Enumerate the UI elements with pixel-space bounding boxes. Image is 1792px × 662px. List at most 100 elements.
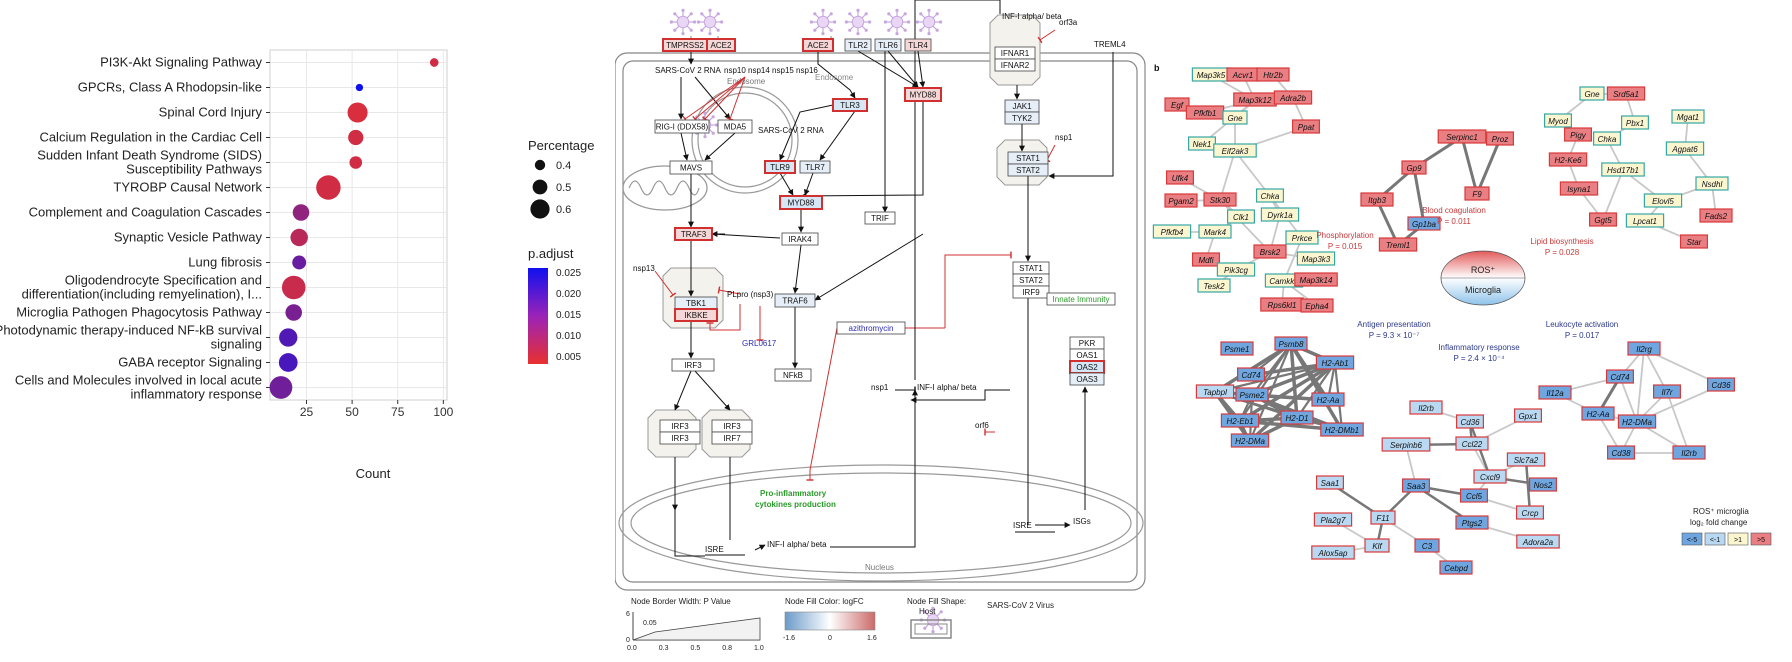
node-label: TLR4 bbox=[908, 41, 928, 50]
gene-label: Crcp bbox=[1522, 509, 1539, 518]
gene-label: Adora2a bbox=[1522, 538, 1554, 547]
virus-legend-title: SARS-CoV 2 Virus bbox=[987, 601, 1054, 610]
node-azithro: azithromycin bbox=[836, 321, 906, 335]
gene-node: Epha4 bbox=[1300, 298, 1334, 313]
node-label: STAT2 bbox=[1019, 276, 1043, 285]
x-tick-label: 75 bbox=[391, 405, 405, 419]
virus-icon bbox=[844, 8, 872, 36]
gene-node: Ppat bbox=[1292, 119, 1321, 134]
network-edge bbox=[1219, 150, 1236, 201]
gene-label: Gp9 bbox=[1406, 164, 1422, 173]
border-small-label: 0.05 bbox=[643, 620, 657, 627]
gene-label: Star bbox=[1687, 238, 1702, 247]
data-point bbox=[285, 304, 303, 321]
node-label: TLR6 bbox=[878, 41, 898, 50]
network-edge bbox=[1289, 343, 1299, 419]
virus-icons bbox=[669, 8, 947, 634]
category-label: Synaptic Vesicle Pathway bbox=[114, 230, 263, 245]
edge bbox=[694, 370, 731, 411]
module-title: Antigen presentation bbox=[1357, 320, 1430, 329]
network-edge bbox=[1239, 343, 1292, 422]
gene-label: Gne bbox=[1227, 114, 1243, 123]
gene-label: Pigy bbox=[1570, 131, 1587, 140]
text-grl: GRL0617 bbox=[742, 339, 777, 348]
gene-node: Nek1 bbox=[1187, 136, 1216, 151]
gene-node: Lpcat1 bbox=[1625, 213, 1665, 228]
network-edge bbox=[1219, 199, 1271, 253]
gene-node: Il2rg bbox=[1627, 341, 1661, 356]
data-point bbox=[269, 376, 293, 399]
mitochondrion bbox=[622, 165, 708, 211]
gene-label: Saa1 bbox=[1321, 479, 1340, 488]
gene-label: Map3k3 bbox=[1302, 255, 1331, 264]
gene-node: Hsd17b1 bbox=[1601, 162, 1645, 177]
edge bbox=[704, 132, 736, 161]
endosome: Endosome bbox=[691, 77, 799, 194]
gene-node: Chka bbox=[1593, 131, 1622, 146]
node-jak1: JAK1 bbox=[1004, 99, 1040, 113]
node-traf6: TRAF6 bbox=[774, 293, 816, 308]
gene-label: Cxcl9 bbox=[1480, 473, 1501, 482]
border-tick-label: 1.0 bbox=[754, 645, 764, 652]
node-stat2b: STAT2 bbox=[1012, 273, 1050, 287]
node-label: ACE2 bbox=[808, 41, 829, 50]
gene-label: Il2rb bbox=[1418, 404, 1434, 413]
gene-node: C3 bbox=[1414, 538, 1440, 553]
category-label: GABA receptor Signaling bbox=[118, 355, 262, 370]
plot-area bbox=[269, 49, 448, 401]
gene-node: Pbx1 bbox=[1621, 115, 1650, 130]
gene-node: Dyrk1a bbox=[1260, 207, 1300, 222]
color-legend-bar bbox=[528, 268, 548, 364]
node-oas2: OAS2 bbox=[1069, 360, 1105, 374]
gene-label: Epha4 bbox=[1305, 302, 1329, 311]
edge bbox=[792, 244, 802, 294]
gene-node: Crcp bbox=[1516, 505, 1545, 520]
gene-node: Pla2g7 bbox=[1313, 512, 1353, 527]
module-title: Phosphorylation bbox=[1316, 231, 1373, 240]
node-label: MYD88 bbox=[910, 91, 937, 100]
logfc-mid: 0 bbox=[828, 635, 832, 642]
node-label: TRAF3 bbox=[681, 230, 707, 239]
node-tyk2: TYK2 bbox=[1004, 111, 1040, 125]
network-edge bbox=[1460, 136, 1479, 195]
node-myd88a: MYD88 bbox=[904, 87, 942, 102]
gene-node: F11 bbox=[1370, 510, 1396, 525]
gene-label: Hsd17b1 bbox=[1607, 166, 1639, 175]
gene-node: Itgb3 bbox=[1360, 192, 1394, 207]
gene-label: Gne bbox=[1584, 90, 1600, 99]
text-inf_top: INF-I alpha/ beta bbox=[1002, 12, 1062, 21]
fold-change-legend: ROS⁺ microglia log₂ fold change <-5<-1>1… bbox=[1681, 507, 1772, 546]
node-label: IRAK4 bbox=[788, 235, 812, 244]
gene-label: H2-Ke6 bbox=[1554, 156, 1582, 165]
size-legend-dot bbox=[532, 179, 548, 195]
gene-label: Pfkfb4 bbox=[1161, 228, 1184, 237]
network-edge bbox=[1636, 348, 1645, 423]
gene-node: Acvr1 bbox=[1226, 67, 1260, 82]
category-label: Microglia Pathogen Phagocytosis Pathway bbox=[16, 305, 262, 320]
dot-plot-grid bbox=[269, 49, 448, 401]
gene-label: F9 bbox=[1472, 190, 1482, 199]
gene-label: Elovl5 bbox=[1652, 197, 1674, 206]
gene-label: Serpinc1 bbox=[1446, 133, 1478, 142]
gene-label: Fads2 bbox=[1705, 212, 1728, 221]
color-legend-label: 0.010 bbox=[556, 331, 581, 342]
gene-node: Pgam2 bbox=[1164, 193, 1198, 208]
gene-node: Isyna1 bbox=[1559, 181, 1599, 196]
node-label: IKBKE bbox=[684, 311, 708, 320]
node-label: IRF3 bbox=[671, 422, 689, 431]
node-rigi: RIG-I (DDX58) bbox=[654, 119, 710, 134]
node-ikbke: IKBKE bbox=[674, 308, 718, 322]
gene-node: Klf bbox=[1364, 538, 1390, 553]
gene-label: Mark4 bbox=[1204, 228, 1227, 237]
gene-label: Pik3cg bbox=[1224, 266, 1249, 275]
edge bbox=[779, 172, 794, 196]
gene-label: Il2rg bbox=[1636, 345, 1652, 354]
edge bbox=[806, 327, 838, 481]
gene-node: Psmb8 bbox=[1274, 336, 1308, 351]
data-point bbox=[292, 255, 307, 270]
node-irf3a: IRF3 bbox=[659, 419, 701, 433]
gene-label: Pla2g7 bbox=[1321, 516, 1346, 525]
border-tick-label: 0.3 bbox=[659, 645, 669, 652]
